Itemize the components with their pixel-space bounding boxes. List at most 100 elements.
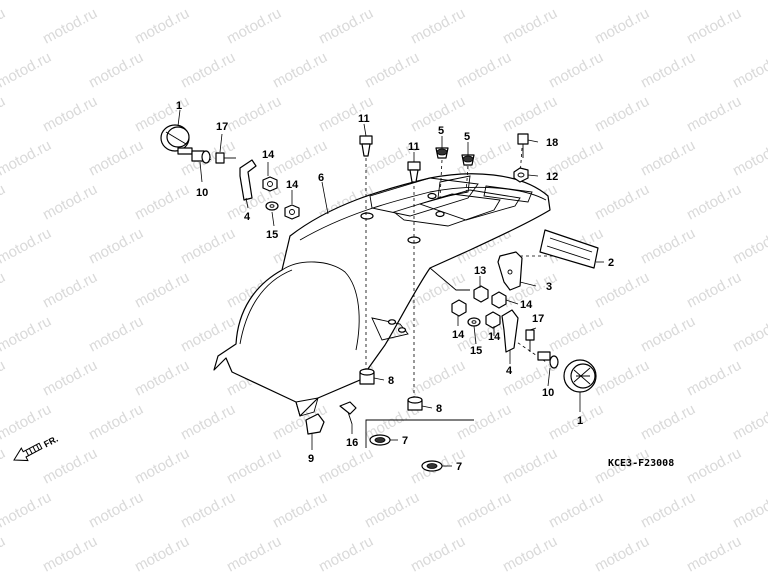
watermark-text: motod.ru: [638, 137, 698, 180]
watermark-text: motod.ru: [638, 225, 698, 268]
watermark-text: motod.ru: [362, 0, 422, 4]
callout-6: 6: [318, 172, 324, 184]
watermark-text: motod.ru: [730, 313, 768, 356]
front-direction-arrow-icon: FR.: [13, 434, 60, 462]
rear-fender: [213, 173, 551, 417]
watermark-text: motod.ru: [730, 49, 768, 92]
watermark-text: motod.ru: [638, 489, 698, 532]
callout-14-c: 14: [520, 299, 533, 311]
callout-2: 2: [608, 257, 614, 269]
watermark-text: motod.ru: [40, 181, 100, 224]
watermark-text: motod.ru: [86, 49, 146, 92]
watermark-text: motod.ru: [178, 225, 238, 268]
drawing-code: KCE3-F23008: [608, 458, 674, 469]
watermark-text: motod.ru: [178, 401, 238, 444]
watermark-text: motod.ru: [500, 533, 560, 576]
watermark-text: motod.ru: [684, 357, 744, 400]
watermark-text: motod.ru: [0, 49, 54, 92]
leader-lines: [177, 109, 604, 467]
watermark-text: motod.ru: [0, 181, 8, 224]
watermark-text: motod.ru: [132, 445, 192, 488]
watermark-text: motod.ru: [684, 93, 744, 136]
callout-10-left: 10: [196, 187, 208, 199]
watermark-text: motod.ru: [224, 5, 284, 48]
watermark-text: motod.ru: [408, 357, 468, 400]
assembly-guides: [195, 147, 556, 400]
callout-11-b: 11: [408, 141, 420, 153]
callout-5-b: 5: [464, 131, 470, 143]
watermark-text: motod.ru: [40, 5, 100, 48]
watermark-text: motod.ru: [0, 357, 8, 400]
watermark-text: motod.ru: [592, 357, 652, 400]
watermark-text: motod.ru: [500, 5, 560, 48]
watermark-text: motod.ru: [638, 313, 698, 356]
watermark-text: motod.ru: [730, 401, 768, 444]
watermark-text: motod.ru: [500, 93, 560, 136]
callout-15-right: 15: [470, 345, 482, 357]
watermark-text: motod.ru: [638, 401, 698, 444]
watermark-text: motod.ru: [270, 489, 330, 532]
callout-14-a: 14: [262, 149, 275, 161]
watermark-text: motod.ru: [40, 357, 100, 400]
watermark-text: motod.ru: [546, 0, 606, 4]
watermark-text: motod.ru: [684, 5, 744, 48]
watermark-text: motod.ru: [684, 533, 744, 576]
callout-4-right: 4: [506, 365, 513, 377]
watermark-text: motod.ru: [362, 49, 422, 92]
callout-11-a: 11: [358, 113, 370, 125]
watermark-text: motod.ru: [132, 269, 192, 312]
watermark-text: motod.ru: [0, 269, 8, 312]
watermark-text: motod.ru: [454, 489, 514, 532]
watermark-text: motod.ru: [0, 93, 8, 136]
watermark-text: motod.ru: [40, 269, 100, 312]
watermark-text: motod.ru: [86, 489, 146, 532]
watermark-text: motod.ru: [316, 445, 376, 488]
watermark-text: motod.ru: [0, 0, 54, 4]
callout-12: 12: [546, 171, 558, 183]
watermark-text: motod.ru: [40, 445, 100, 488]
watermark-text: motod.ru: [40, 533, 100, 576]
watermark-text: motod.ru: [454, 0, 514, 4]
watermark-text: motod.ru: [0, 137, 54, 180]
callout-1-top: 1: [176, 100, 182, 112]
watermark-text: motod.ru: [178, 489, 238, 532]
watermark-text: motod.ru: [86, 313, 146, 356]
watermark-text: motod.ru: [224, 445, 284, 488]
watermark-text: motod.ru: [684, 181, 744, 224]
watermark-text: motod.ru: [132, 181, 192, 224]
callout-13: 13: [474, 265, 486, 277]
watermark-text: motod.ru: [684, 269, 744, 312]
watermark-text: motod.ru: [178, 0, 238, 4]
watermark-text: motod.ru: [86, 0, 146, 4]
left-parts: [160, 124, 300, 220]
watermark-text: motod.ru: [454, 49, 514, 92]
callout-17-top: 17: [216, 121, 228, 133]
watermark-text: motod.ru: [546, 49, 606, 92]
callout-8-a: 8: [388, 375, 394, 387]
watermark-text: motod.ru: [0, 225, 54, 268]
lower-parts: [305, 368, 474, 472]
right-parts: [451, 229, 599, 393]
watermark-text: motod.ru: [408, 533, 468, 576]
watermark-text: motod.ru: [40, 93, 100, 136]
watermark-text: motod.ru: [316, 533, 376, 576]
watermark-text: motod.ru: [592, 269, 652, 312]
watermark-text: motod.ru: [132, 533, 192, 576]
watermark-text: motod.ru: [0, 445, 8, 488]
callout-18: 18: [546, 137, 558, 149]
watermark-text: motod.ru: [454, 401, 514, 444]
top-fasteners: [359, 133, 529, 183]
watermark-text: motod.ru: [270, 0, 330, 4]
watermark-text: motod.ru: [0, 401, 54, 444]
watermark-text: motod.ru: [0, 489, 54, 532]
watermark-text: motod.ru: [592, 533, 652, 576]
watermark-text: motod.ru: [638, 49, 698, 92]
watermark-text: motod.ru: [224, 93, 284, 136]
callout-1-right: 1: [577, 415, 583, 427]
watermark-text: motod.ru: [86, 401, 146, 444]
callout-14-d: 14: [452, 329, 465, 341]
watermark-text: motod.ru: [132, 357, 192, 400]
callout-numbers: 1 17 14 14 10 4 15 6 11 11 5 5 18 12 2 1…: [176, 100, 614, 473]
